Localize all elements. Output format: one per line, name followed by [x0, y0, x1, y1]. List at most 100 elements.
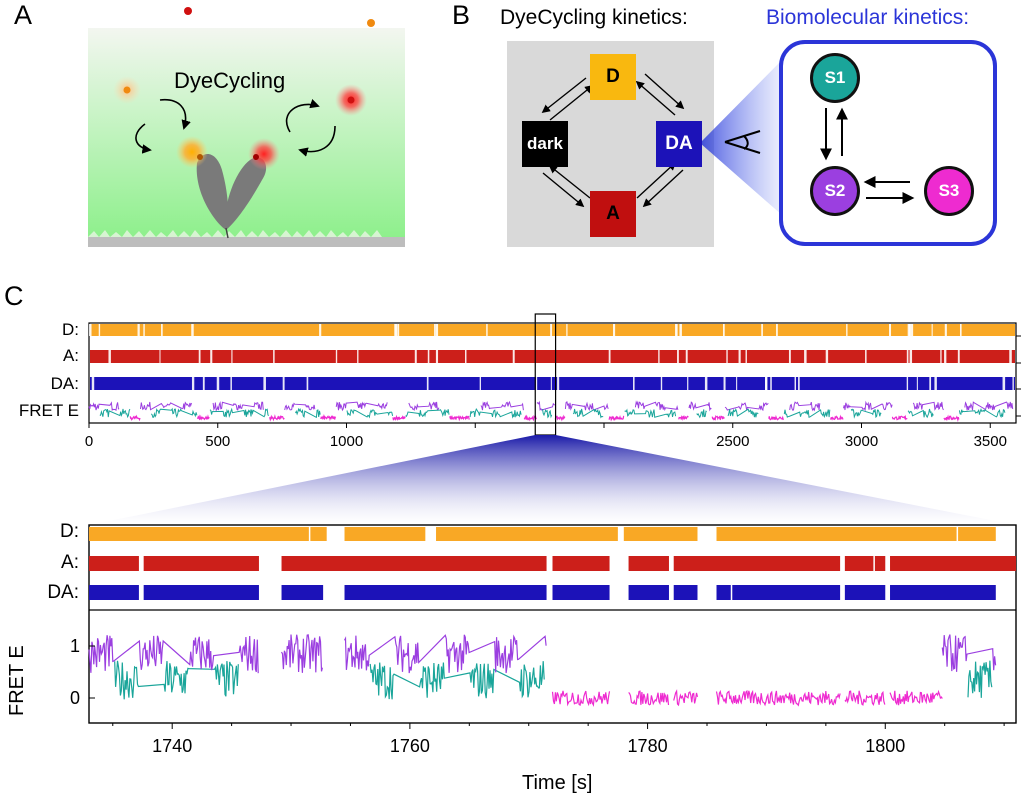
overview-blink [846, 324, 848, 336]
overview-fret-s1 [405, 408, 450, 418]
zoom-trace-da [143, 585, 259, 600]
red-dye-bound-glow [248, 138, 280, 170]
overview-blink [685, 350, 688, 363]
overview-blink [957, 350, 960, 363]
overview-xtick-label: 0 [85, 433, 93, 450]
overview-fret-s2 [912, 401, 944, 411]
overview-blink [679, 324, 682, 336]
overview-blink [394, 324, 397, 336]
overview-fret-s3 [197, 414, 210, 421]
zoom-trace-d [436, 527, 618, 541]
overview-blink [929, 377, 932, 390]
overview-fret-s3 [554, 414, 566, 422]
zoom-trace-a [628, 556, 669, 571]
overview-fret-s3 [678, 415, 689, 422]
overview-xtick-label: 3000 [845, 433, 878, 450]
zoom-trace-a [143, 556, 259, 571]
overview-blink [608, 350, 611, 363]
overview-fret-s2 [724, 401, 769, 412]
overview-fret-s2 [564, 401, 609, 412]
overview-blink [794, 377, 797, 390]
overview-fret-s1 [850, 408, 882, 419]
overview-blink [865, 350, 867, 363]
biomolecule-left-lobe [196, 153, 229, 230]
overview-fret-s2 [964, 401, 1014, 411]
overview-blink [550, 377, 552, 390]
overview-blink [907, 324, 911, 336]
overview-fret-s3 [711, 415, 725, 421]
overview-blink [722, 324, 725, 336]
overview-blink [319, 324, 322, 336]
overview-fret-s3 [523, 414, 537, 422]
overview-blink [959, 324, 962, 336]
zoom-trace-da [673, 585, 698, 600]
state-a: A [590, 191, 636, 237]
overview-blink [916, 377, 918, 390]
state-d: D [590, 54, 636, 100]
overview-label-d: D: [62, 320, 79, 339]
eye-icon [724, 130, 761, 154]
zoom-trace-da [89, 585, 139, 600]
zoom-blink [730, 585, 733, 600]
overview-blink [889, 324, 892, 336]
zoom-fret-s1 [369, 661, 545, 700]
zoom-fret-s1 [114, 660, 239, 700]
zoom-trace-a [890, 556, 1016, 571]
zoom-blink [956, 527, 959, 541]
biomolecular-kinetics-title: Biomolecular kinetics: [766, 6, 970, 29]
overview-fret-s1 [696, 409, 707, 419]
overview-fret-s2 [88, 401, 120, 412]
overview-fret-s1 [783, 409, 831, 419]
overview-blink [91, 377, 95, 390]
overview-blink [427, 350, 430, 363]
overview-blink [435, 350, 439, 363]
overview-fret-s3 [449, 414, 470, 422]
overview-fret-s3 [268, 414, 285, 422]
overview-blink [512, 350, 515, 363]
zoom-blink [308, 527, 311, 541]
overview-fret-s1 [469, 408, 522, 419]
panel-b-arrows [541, 60, 782, 215]
cycle-arrow-right-1 [285, 99, 320, 133]
overview-fret-s3 [608, 415, 625, 422]
overview-blink [825, 350, 829, 363]
overview-blink [357, 350, 359, 363]
overview-blink [435, 324, 439, 336]
overview-blink [273, 350, 275, 363]
panel-letter-b: B [452, 0, 471, 30]
zoom-fret-s3 [889, 689, 943, 706]
overview-blink [335, 350, 338, 363]
overview-blink [934, 377, 937, 390]
overview-label-fret: FRET E [18, 401, 79, 420]
overview-fret-s1 [907, 408, 934, 419]
overview-blink [906, 350, 909, 363]
overview-fret-s1 [209, 407, 270, 418]
overview-xtick-label: 2500 [716, 433, 749, 450]
cycle-arrow-left-1 [135, 123, 152, 154]
overview-blink [613, 324, 616, 336]
zoom-blink [873, 556, 875, 571]
overview-fret-s1 [727, 408, 759, 418]
overview-fret-s2 [408, 401, 440, 411]
overview-blink [161, 324, 163, 336]
zoom-trace-a [673, 556, 841, 571]
overview-blink [776, 324, 778, 336]
overview-blink [434, 324, 436, 336]
zoom-fret-s3 [551, 690, 611, 708]
overview-blink [761, 324, 763, 336]
zoom-trace-a [552, 556, 610, 571]
state-s3: S3 [924, 166, 974, 216]
overview-blink [98, 324, 101, 336]
overview-blink [723, 377, 726, 390]
overview-trace-a [90, 350, 1015, 363]
overview-xtick-label: 500 [205, 433, 230, 450]
zoom-frame [88, 524, 1017, 724]
overview-blink [736, 377, 738, 390]
overview-blink [658, 350, 660, 363]
zoom-cone [89, 435, 1016, 525]
cycle-arrow-left-2 [159, 99, 191, 130]
red-dye-right [347, 96, 355, 104]
overview-blink [198, 350, 201, 363]
